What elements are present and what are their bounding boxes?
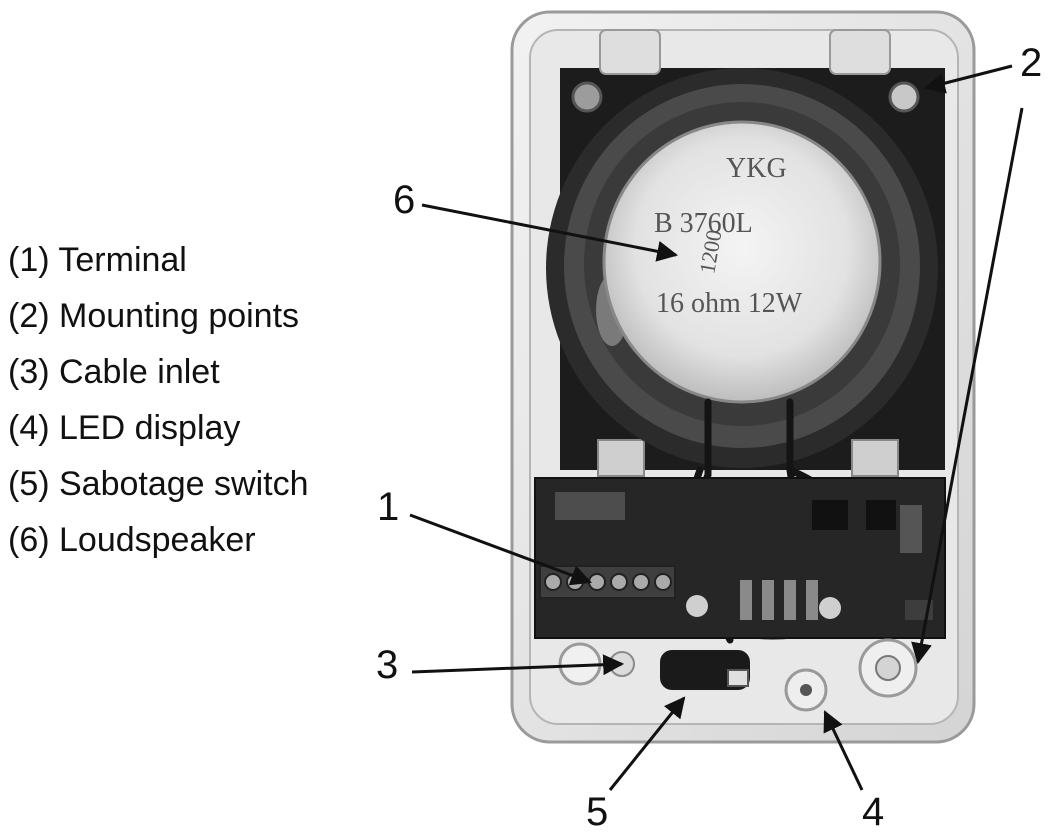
legend: (1) Terminal (2) Mounting points (3) Cab… <box>8 232 309 568</box>
legend-item-mounting-points: (2) Mounting points <box>8 297 300 335</box>
speaker-brand: YKG <box>726 153 787 184</box>
callout-3: 3 <box>376 643 398 687</box>
mounting-hole-top-left <box>571 81 603 113</box>
callout-2: 2 <box>1020 41 1042 85</box>
arrow-3 <box>411 654 625 676</box>
arrow-4 <box>823 710 864 791</box>
speaker-label-text: YKG B 3760L 16 ohm 12W 1200 <box>654 153 803 319</box>
callout-6: 6 <box>393 178 415 222</box>
callout-4: 4 <box>862 790 884 834</box>
callout-5: 5 <box>586 790 608 834</box>
arrow-2b <box>911 107 1024 665</box>
callout-1: 1 <box>377 485 399 529</box>
speaker-spec: 16 ohm 12W <box>656 288 803 319</box>
legend-item-led-display: (4) LED display <box>8 409 241 447</box>
loudspeaker: YKG B 3760L 16 ohm 12W 1200 <box>546 68 938 468</box>
arrow-6 <box>421 203 679 262</box>
arrow-2a <box>923 64 1013 94</box>
bottom-features <box>558 638 918 712</box>
legend-item-cable-inlet: (3) Cable inlet <box>8 353 220 391</box>
callouts: 6 2 1 3 5 4 <box>376 41 1042 834</box>
legend-item-loudspeaker: (6) Loudspeaker <box>8 521 256 559</box>
speaker-model: B 3760L <box>654 208 753 239</box>
legend-item-sabotage-switch: (5) Sabotage switch <box>8 465 309 503</box>
arrow-5 <box>608 696 686 791</box>
arrow-1 <box>409 513 592 586</box>
circuit-board <box>534 477 946 639</box>
mounting-hole-top-right <box>888 81 920 113</box>
legend-item-terminal: (1) Terminal <box>8 241 187 279</box>
